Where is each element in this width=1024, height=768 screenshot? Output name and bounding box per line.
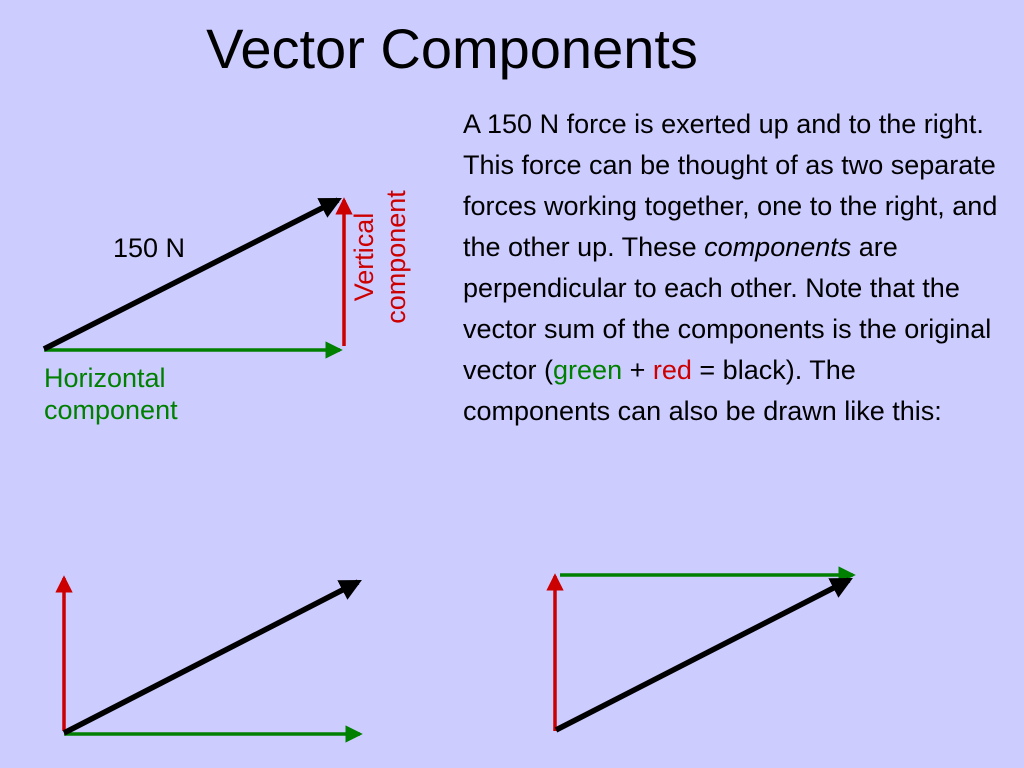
common-tail-resultant-arrow: [62, 579, 362, 736]
vertical-label-line-2: component: [381, 190, 411, 324]
paragraph-part-1: A 150 N force is exerted up and to the r…: [463, 109, 998, 262]
vertical-first-resultant-arrow: [554, 577, 853, 733]
paragraph-emphasis-components: components: [704, 232, 852, 262]
horizontal-label-line-1: Horizontal: [44, 363, 166, 393]
horizontal-component-label: Horizontal component: [44, 362, 178, 426]
vertical-label-line-1: Vertical: [349, 212, 379, 302]
main-resultant-vector-arrow: [42, 197, 342, 352]
diagram-vertical-first: [546, 566, 856, 733]
force-magnitude-label: 150 N: [113, 233, 186, 263]
diagram-common-tail: [55, 575, 363, 743]
explanation-paragraph: A 150 N force is exerted up and to the r…: [463, 104, 1003, 432]
paragraph-part-2: are perpendicular to each other. Note th…: [463, 232, 992, 385]
diagram-main: [42, 197, 353, 359]
paragraph-part-3: = black). The components can also be dra…: [463, 355, 942, 426]
vertical-component-label: Vertical component: [348, 97, 412, 417]
paragraph-plus: +: [622, 355, 653, 385]
paragraph-green-word: green: [553, 355, 623, 385]
slide-title: Vector Components: [206, 17, 698, 80]
horizontal-label-line-2: component: [44, 395, 178, 425]
paragraph-red-word: red: [652, 355, 692, 385]
